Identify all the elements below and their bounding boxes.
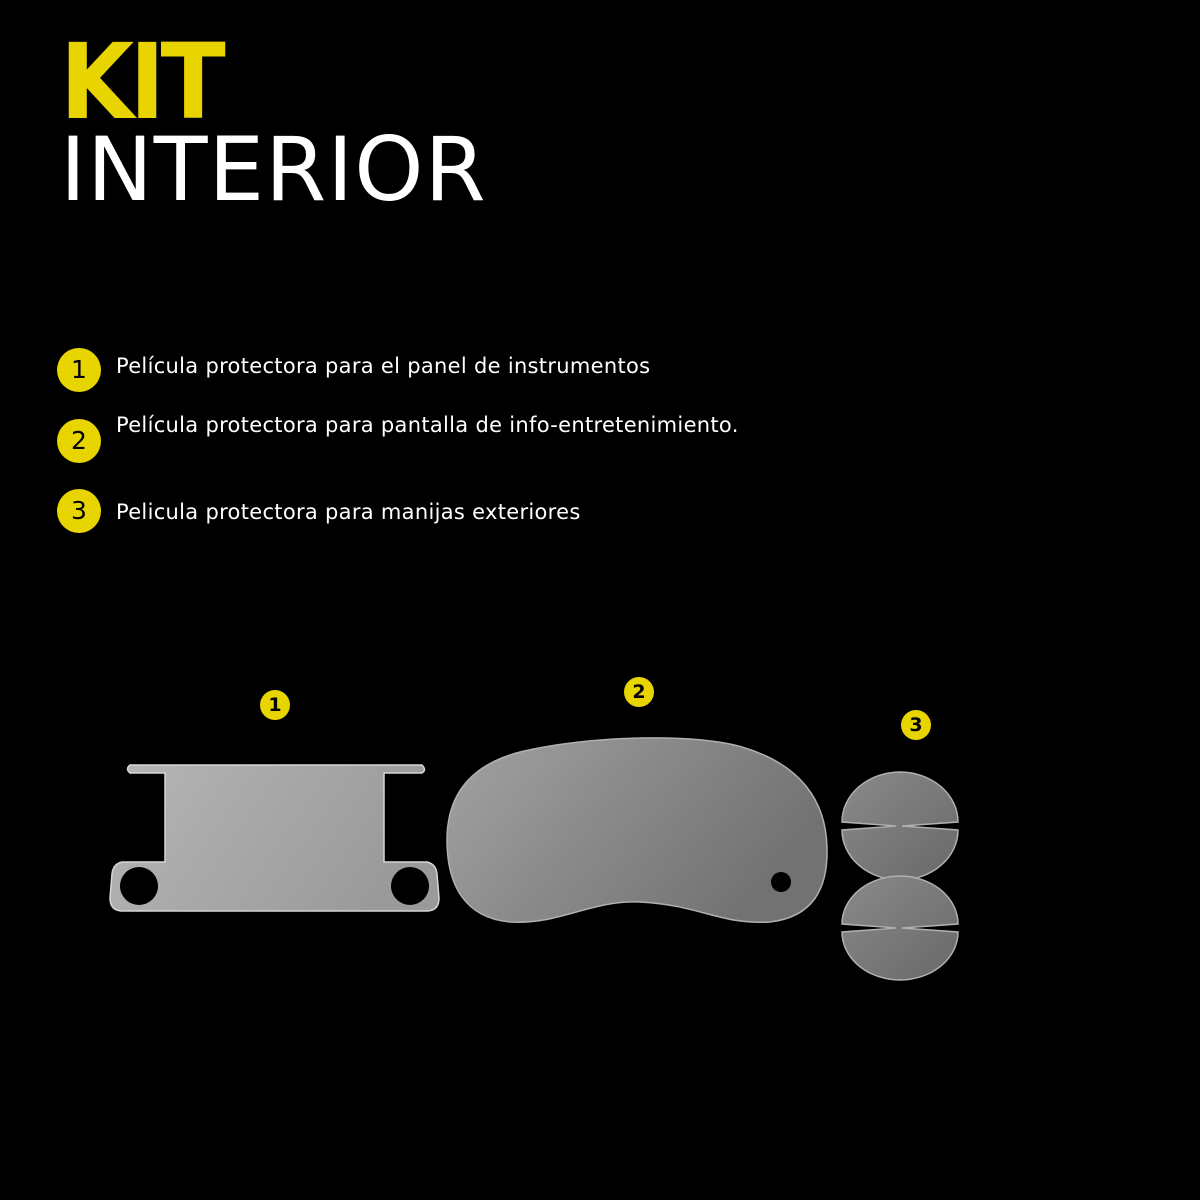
door-handle-film-top [841, 771, 959, 881]
cutout-hole [771, 872, 791, 892]
piece-1-badge: 1 [260, 690, 290, 720]
piece-2-badge: 2 [624, 677, 654, 707]
piece-3-badge: 3 [901, 710, 931, 740]
instrument-panel-film [109, 764, 440, 912]
title-kit: KIT [60, 21, 226, 143]
number-badge: 1 [57, 348, 101, 392]
door-handle-film-bottom [841, 875, 959, 981]
legend-text: Película protectora para el panel de ins… [116, 354, 651, 378]
title-interior: INTERIOR [60, 118, 487, 221]
legend-text: Pelicula protectora para manijas exterio… [116, 500, 581, 524]
number-badge: 2 [57, 419, 101, 463]
infotainment-screen-film [446, 737, 828, 924]
cutout-hole-left [120, 867, 158, 905]
number-badge: 3 [57, 489, 101, 533]
cutout-hole-right [391, 867, 429, 905]
legend-text: Película protectora para pantalla de inf… [116, 413, 739, 437]
